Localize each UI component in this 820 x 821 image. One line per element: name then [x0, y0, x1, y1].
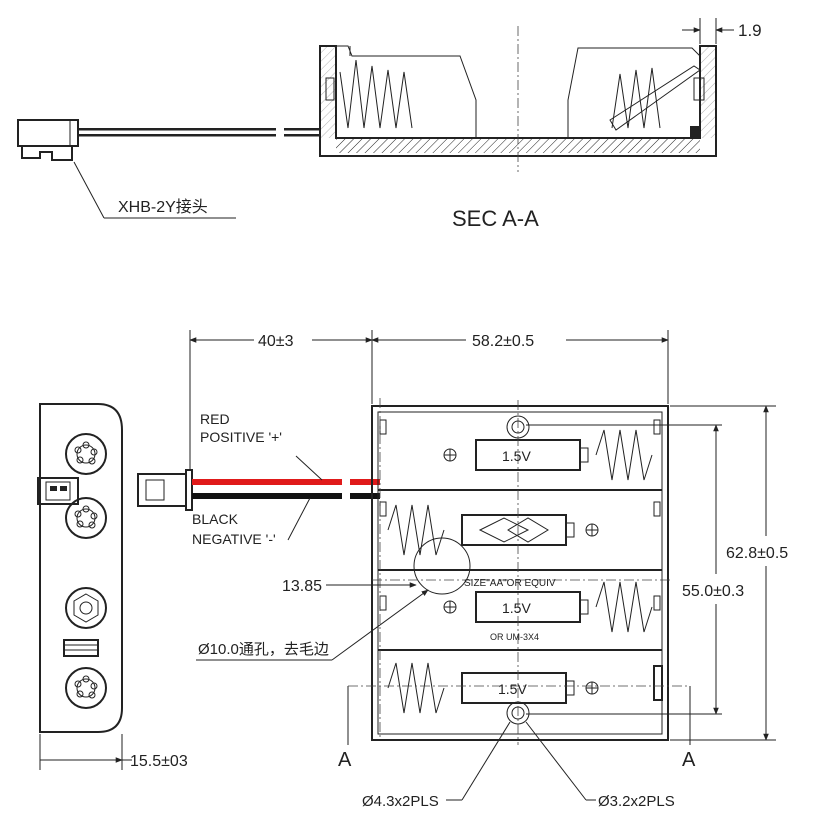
- side-hole-2: [65, 497, 107, 539]
- um-note: OR UM-3X4: [490, 632, 539, 642]
- cell-4: [387, 662, 599, 714]
- section-cut-line: [347, 685, 691, 745]
- cell-3: [443, 581, 653, 633]
- lead-length-dim: 40±3: [258, 333, 294, 350]
- mount-hole-leaders: [446, 721, 596, 801]
- hole-offset-dim: 13.85: [282, 578, 322, 595]
- size-note: SIZE"AA"OR EQUIV: [464, 578, 556, 589]
- front-view: [371, 398, 670, 745]
- body-width-dim: 58.2±0.5: [472, 333, 534, 350]
- black-wire: [192, 493, 380, 499]
- vent-hole-note: Ø10.0通孔，去毛边: [198, 641, 329, 658]
- mount-hole-small-note: Ø3.2x2PLS: [598, 793, 675, 810]
- section-mark-left: A: [338, 749, 352, 771]
- vent-hole-leader: [196, 589, 429, 661]
- cell-voltage-1: 1.5V: [502, 448, 531, 464]
- cell-1: [443, 429, 653, 481]
- black-wire-label-2: NEGATIVE '-': [192, 531, 276, 547]
- vent-hole: [413, 537, 471, 595]
- mount-hole-large-note: Ø4.3x2PLS: [362, 793, 439, 810]
- connector-top-view: [17, 119, 320, 219]
- red-wire-label-1: RED: [200, 411, 230, 427]
- connector-plug: [137, 469, 193, 511]
- side-hole-3: [65, 587, 107, 629]
- red-wire: [192, 479, 380, 485]
- side-view: [37, 403, 132, 770]
- cell-voltage-2: 1.5V: [502, 600, 531, 616]
- cell-2: [387, 504, 599, 556]
- side-hole-4: [65, 667, 107, 709]
- inner-height-dim: 55.0±0.3: [682, 583, 744, 600]
- black-wire-label-1: BLACK: [192, 511, 239, 527]
- cell-voltage-3: 1.5V: [498, 681, 527, 697]
- section-mark-right: A: [682, 749, 696, 771]
- outer-height-dim: 62.8±0.5: [726, 545, 788, 562]
- side-slot: [63, 639, 99, 657]
- section-a-a-view: [319, 18, 734, 172]
- section-title: SEC A-A: [452, 206, 539, 231]
- connector-label: XHB-2Y接头: [118, 198, 208, 216]
- side-depth-dim: 15.5±03: [130, 753, 188, 770]
- right-dimension-lines: [526, 405, 776, 741]
- top-dimension-lines: [189, 330, 669, 470]
- side-hole-1: [65, 433, 107, 475]
- red-wire-label-2: POSITIVE '+': [200, 429, 282, 445]
- wall-thickness-dim: 1.9: [738, 21, 762, 40]
